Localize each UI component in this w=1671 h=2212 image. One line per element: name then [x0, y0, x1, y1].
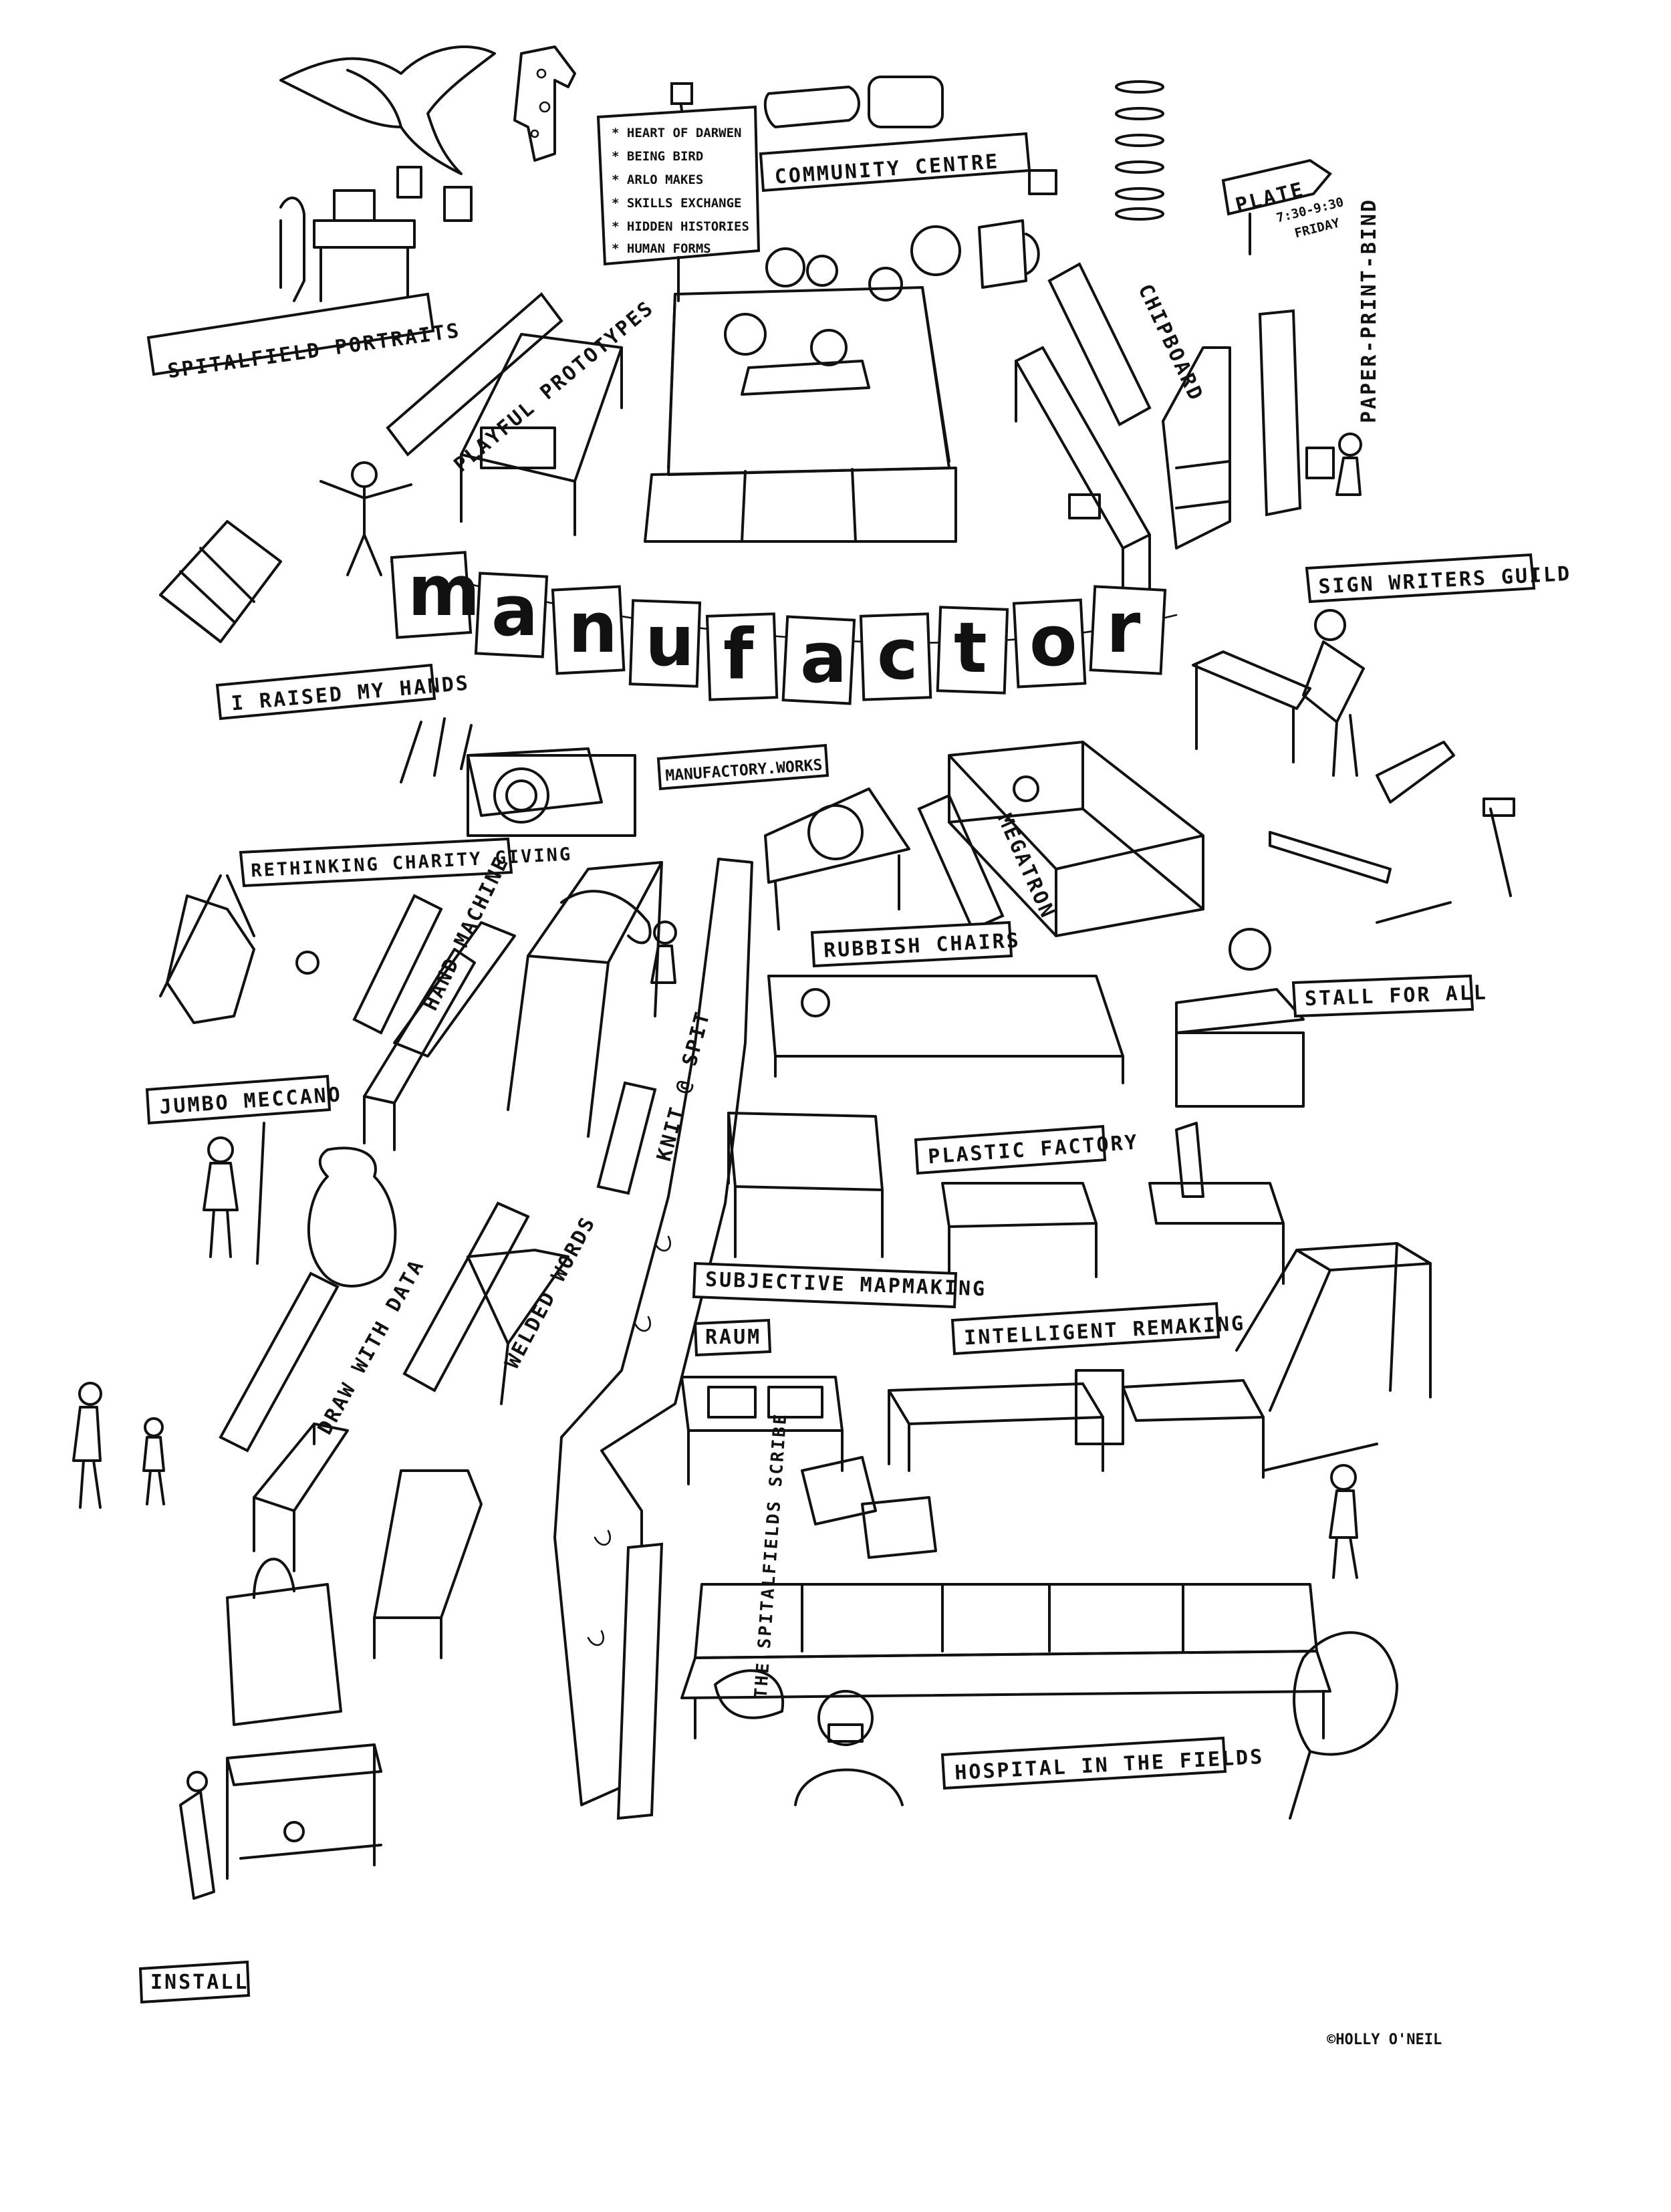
hospital-tables-drawing [680, 1583, 1331, 1739]
person-with-pencil-drawing [1262, 1443, 1378, 1579]
signpost-item: * BEING BIRD [612, 149, 703, 164]
raised-hands-sculpture-drawing [400, 717, 636, 837]
knitting-drawing [159, 874, 319, 1024]
stall-box-drawing [1175, 928, 1305, 1108]
welded-words-label: WELDED WORDS [402, 1201, 601, 1392]
title-letter: a [491, 570, 538, 652]
title-letter-card: t [936, 606, 1009, 695]
title-letter-card: m [390, 550, 480, 639]
signpost-item: * HIDDEN HISTORIES [612, 219, 749, 234]
intelligent-remaking-label: INTELLIGENT REMAKING [950, 1302, 1246, 1356]
svg-text:PAPER-PRINT-BIND: PAPER-PRINT-BIND [1358, 198, 1381, 423]
rubbish-chairs-label: RUBBISH CHAIRS [810, 920, 1021, 968]
title-banner: m a n u f a c t o r [390, 550, 1178, 705]
title-letter-card: o [1012, 598, 1087, 689]
title-letter-card: n [551, 585, 626, 675]
jumbo-meccano-label: JUMBO MECCANO [145, 1074, 343, 1125]
title-letter: c [877, 614, 918, 695]
megatron-frame-drawing [948, 741, 1204, 937]
title-letter: t [954, 607, 987, 689]
title-letter-card: r [1089, 585, 1167, 675]
svg-text:INSTALL: INSTALL [150, 1971, 249, 1994]
title-letter-card: a [474, 570, 549, 658]
hospital-in-the-fields-label: HOSPITAL IN THE FIELDS [940, 1736, 1265, 1790]
person-holding-paper [1305, 433, 1362, 496]
draw-with-data-table-drawing [253, 1423, 349, 1572]
tshirt-drawing [513, 45, 576, 162]
person-with-yarn [650, 920, 677, 984]
title-letter-card: a [781, 615, 856, 705]
artist-credit: ©HOLLY O'NEIL [1327, 2032, 1442, 2048]
signpost-item: * HEART OF DARWEN [612, 126, 741, 140]
stage-drawing [644, 225, 961, 543]
person-raised-arms [319, 461, 412, 576]
print-shelves-drawing [1162, 346, 1231, 549]
svg-text:KNIT @ SPIT: KNIT @ SPIT [652, 1008, 715, 1164]
draw-with-data-label: DRAW WITH DATA [219, 1255, 429, 1453]
svg-text:CHIPBOARD: CHIPBOARD [1133, 281, 1208, 406]
scattered-papers-drawing [801, 1456, 937, 1559]
signpost-item: * ARLO MAKES [612, 172, 703, 187]
sign-writers-guild-label: SIGN WRITERS GUILD [1305, 553, 1572, 604]
signpost: * HEART OF DARWEN * BEING BIRD * ARLO MA… [596, 82, 761, 302]
megatron-label: MEGATRON [917, 793, 1059, 931]
jug-drawing [307, 1146, 397, 1287]
spitalfield-portraits-label: SPITALFIELD PORTRAITS [146, 292, 462, 383]
subjective-mapmaking-label: SUBJECTIVE MAPMAKING [692, 1261, 987, 1309]
title-letter: a [800, 617, 847, 699]
install-label: INSTALL [138, 1960, 251, 2004]
stall-for-all-label: STALL FOR ALL [1291, 974, 1488, 1018]
signpost-item: * HUMAN FORMS [612, 241, 711, 256]
bird-drawing [279, 45, 496, 175]
title-letter: m [408, 550, 480, 632]
plastic-factory-shelf-drawing [727, 1112, 884, 1258]
feathered-sculpture-drawing [1289, 1631, 1398, 1820]
tent-frame-drawing [159, 520, 282, 643]
plastic-factory-label: PLASTIC FACTORY [914, 1124, 1140, 1175]
hand-machine-benches-drawing [363, 921, 516, 1151]
family-walking-drawing [72, 1382, 165, 1509]
portrait-studio-drawing [279, 166, 473, 302]
plate-sign: PLATE 7:30-9:30 FRIDAY [1221, 158, 1345, 255]
install-frame-drawing [179, 1743, 382, 1900]
rethinking-charity-label: RETHINKING CHARITY GIVING [239, 837, 573, 888]
title-letter-card: c [859, 612, 932, 701]
i-raised-my-hands-label: I RAISED MY HANDS [215, 663, 471, 721]
intelligent-remaking-tables-drawing [888, 1369, 1265, 1479]
title-letter-card: u [628, 599, 702, 688]
prototype-tables-drawing [460, 333, 623, 536]
title-letter: f [723, 614, 755, 695]
community-centre-label: COMMUNITY CENTRE [759, 132, 1031, 193]
title-letter: r [1106, 587, 1140, 668]
raum-label: RAUM [693, 1318, 772, 1357]
title-letter: u [645, 600, 694, 682]
raum-table-drawing [680, 1376, 844, 1485]
title-letter-card: f [705, 612, 779, 701]
tote-bag-drawing [226, 1558, 342, 1726]
teapot-drawing [978, 169, 1057, 289]
manufactory-works-label: MANUFACTORY.WORKS [656, 743, 829, 791]
rubbish-chairs-table-drawing [767, 975, 1124, 1084]
sign-writer-person-drawing [1192, 609, 1365, 777]
knit-spit-frame-drawing [507, 861, 663, 1138]
signpost-item: * SKILLS EXCHANGE [612, 196, 741, 211]
masked-person-drawing [794, 1690, 904, 1806]
stacked-plates-drawing [1115, 80, 1164, 221]
paper-print-bind-label: PAPER-PRINT-BIND [1258, 198, 1381, 517]
spitalfields-scribe-label: THE SPITALFIELDS SCRIBE [616, 1412, 791, 1820]
scroll-letters-drawing [763, 76, 944, 128]
knit-spit-label: KNIT @ SPIT [596, 1008, 715, 1195]
stool-frame-drawing [1235, 1242, 1432, 1412]
tools-drawing [1269, 741, 1515, 924]
turntable-drawing [764, 787, 910, 931]
welded-words-tables-drawing [373, 1249, 569, 1659]
svg-text:RAUM: RAUM [705, 1326, 761, 1349]
chipboard-bench-drawing [1015, 346, 1151, 603]
title-letter: o [1029, 600, 1077, 682]
person-with-pole [203, 1122, 265, 1265]
title-letter: n [568, 587, 618, 668]
